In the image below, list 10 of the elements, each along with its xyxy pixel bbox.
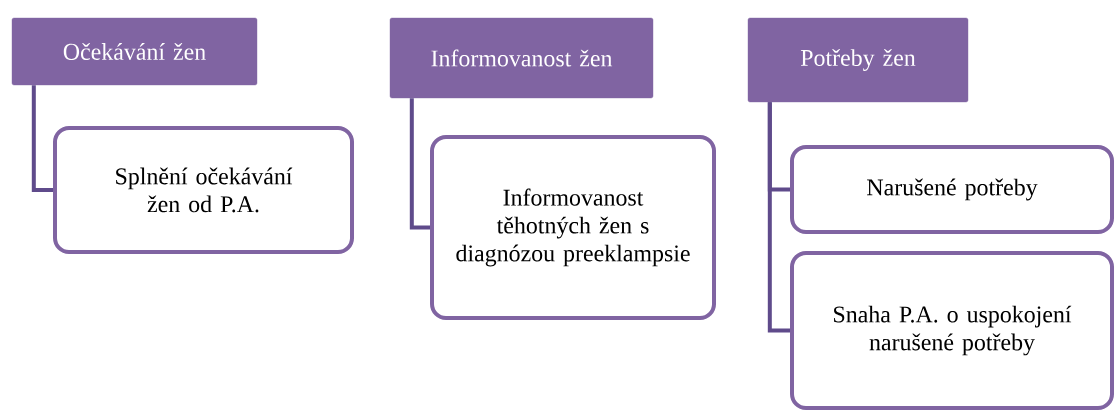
category-header: Očekávání žen (11, 17, 258, 86)
connector-line (31, 85, 53, 192)
category-header: Potřeby žen (747, 17, 969, 103)
connector-line (767, 102, 790, 333)
content-box: Splnění očekávání žen od P.A. (53, 126, 354, 254)
content-box: Informovanost těhotných žen s diagnózou preeklampsie (430, 135, 716, 320)
category-header: Informovanost žen (389, 17, 654, 99)
content-box: Snaha P.A. o uspokojení narušené potřeby (790, 251, 1114, 410)
content-box: Narušené potřeby (790, 145, 1114, 234)
connector-line (409, 98, 430, 230)
